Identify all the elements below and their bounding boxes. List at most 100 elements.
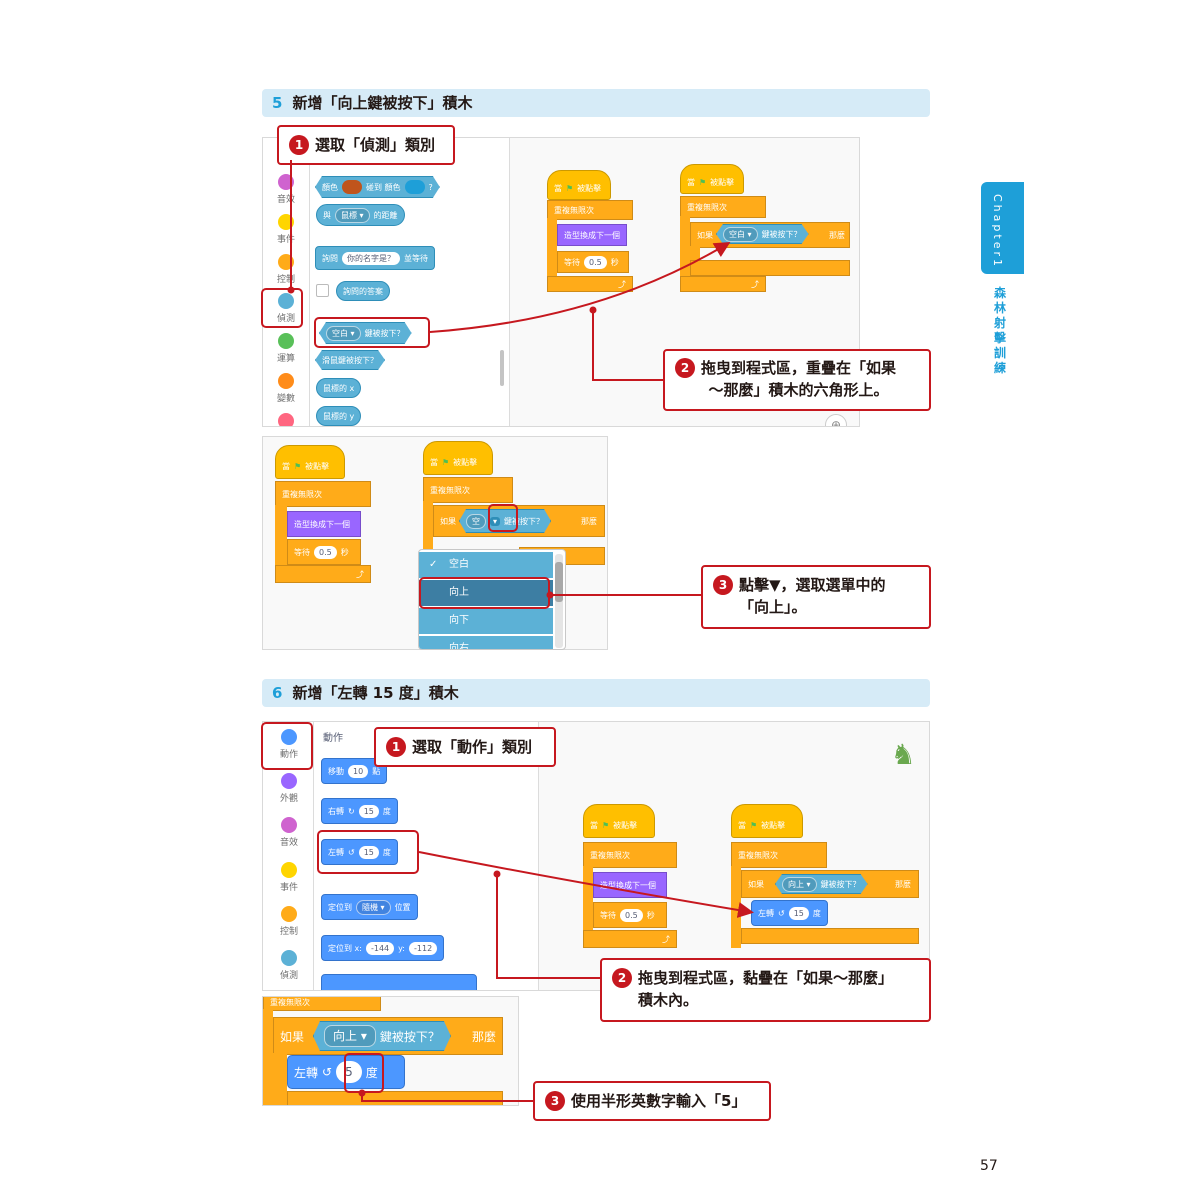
category-control[interactable]: 控制 (266, 254, 306, 285)
green-flag-icon: ⚑ (602, 820, 610, 830)
category-motion[interactable]: 動作 (269, 729, 309, 760)
key-pressed-slot-block[interactable]: 向上 ▾鍵被按下？ (775, 874, 868, 894)
key-dropdown[interactable]: 向上 ▾ (324, 1025, 376, 1047)
turn-left-input[interactable]: 5 (336, 1061, 362, 1083)
category-looks[interactable]: 外觀 (269, 773, 309, 804)
category-sound[interactable]: 音效 (269, 817, 309, 848)
category-events[interactable]: 事件 (269, 862, 309, 893)
highlight-turn-left-block (317, 830, 419, 874)
go-to-dropdown[interactable]: 隨機 ▾ (356, 899, 391, 915)
operators-category-icon (278, 333, 294, 349)
when-flag-clicked-hat[interactable]: 當⚑被點擊 (275, 445, 345, 479)
menu-scroll-thumb[interactable] (555, 562, 563, 602)
key-pressed-slot-block[interactable]: 向上 ▾鍵被按下？ (313, 1021, 451, 1051)
key-pressed-block[interactable]: 空白 ▾鍵被按下？ (319, 322, 412, 344)
step-badge: 1 (289, 135, 309, 155)
mouse-y-block[interactable]: 鼠標的 y (316, 406, 362, 426)
menu-item-down[interactable]: 向下 (419, 608, 553, 634)
menu-item-up[interactable]: 向上 (419, 580, 553, 606)
partial-motion-block[interactable] (321, 974, 477, 990)
color-swatch-blue[interactable] (405, 180, 425, 194)
category-sound[interactable]: 音效 (266, 174, 306, 205)
forever-block[interactable]: 重複無限次 (423, 477, 513, 503)
category-variables[interactable]: 變數 (266, 373, 306, 404)
forever-block[interactable]: 重複無限次 (275, 481, 371, 507)
key-pressed-slot-block[interactable]: 空白 ▾鍵被按下？ (716, 224, 809, 244)
category-divider (313, 722, 314, 990)
palette-title: 動作 (323, 733, 343, 744)
x-input[interactable]: -144 (365, 941, 395, 955)
highlight-key-pressed-block (314, 317, 430, 348)
next-costume-block[interactable]: 造型換成下一個 (287, 511, 361, 537)
turn-right-input[interactable]: 15 (358, 804, 379, 818)
sensing-category-icon (281, 950, 297, 966)
mouse-x-block[interactable]: 鼠標的 x (316, 378, 362, 398)
category-more[interactable] (266, 413, 306, 426)
category-sensing[interactable]: 偵測 (269, 950, 309, 981)
y-input[interactable]: -112 (409, 941, 438, 955)
next-costume-block[interactable]: 造型換成下一個 (557, 224, 627, 246)
forever-block[interactable]: 重複無限次 (731, 842, 827, 868)
ask-input[interactable]: 你的名字是？ (342, 251, 400, 265)
touching-color-block[interactable]: 顏色碰到 顏色? (315, 176, 440, 198)
forever-arm (583, 866, 593, 936)
category-sensing[interactable]: 偵測 (266, 293, 306, 324)
menu-item-right[interactable]: 向右 (419, 636, 553, 649)
forever-block[interactable]: 重複無限次 (263, 997, 381, 1011)
forever-block[interactable]: 重複無限次 (547, 200, 633, 220)
rotate-clockwise-icon: ↻ (348, 806, 355, 816)
forever-block[interactable]: 重複無限次 (680, 196, 766, 218)
key-dropdown[interactable]: 空白 ▾ (326, 326, 361, 341)
category-operators[interactable]: 運算 (266, 333, 306, 364)
distance-to-block[interactable]: 與鼠標 ▾的距離 (316, 204, 405, 226)
distance-dropdown[interactable]: 鼠標 ▾ (335, 207, 370, 223)
key-dropdown[interactable]: 空 (466, 514, 486, 529)
answer-block[interactable]: 詢問的答案 (336, 281, 390, 301)
when-flag-clicked-hat[interactable]: 當⚑被點擊 (423, 441, 493, 475)
next-costume-block[interactable]: 造型換成下一個 (593, 872, 667, 898)
forever-block[interactable]: 重複無限次 (583, 842, 677, 868)
answer-checkbox[interactable] (316, 284, 329, 297)
when-flag-clicked-hat[interactable]: 當⚑被點擊 (547, 170, 611, 200)
key-dropdown[interactable]: 空白 ▾ (723, 227, 758, 242)
turn-left-input[interactable]: 15 (358, 845, 379, 859)
category-control[interactable]: 控制 (269, 906, 309, 937)
if-then-label: 那麼 (829, 231, 845, 240)
palette-scrollbar[interactable] (500, 350, 504, 386)
color-swatch-orange[interactable] (342, 180, 362, 194)
wait-input[interactable]: 0.5 (620, 908, 643, 922)
wait-input[interactable]: 0.5 (584, 255, 607, 269)
section5-title: 新增「向上鍵被按下」積木 (292, 94, 473, 112)
go-to-block[interactable]: 定位到隨機 ▾位置 (321, 894, 418, 920)
dropdown-arrow-button[interactable]: ▾ (490, 517, 500, 526)
menu-scrollbar[interactable] (555, 554, 563, 648)
forever-foot: ⤴ (275, 565, 371, 583)
move-steps-input[interactable]: 10 (348, 764, 369, 778)
events-category-icon (281, 862, 297, 878)
category-events[interactable]: 事件 (266, 214, 306, 245)
key-dropdown[interactable]: 向上 ▾ (782, 877, 817, 892)
wait-input[interactable]: 0.5 (314, 545, 337, 559)
highlight-menu-up (419, 577, 550, 609)
forever-arm (547, 218, 557, 278)
key-pressed-slot-block[interactable]: 空▾鍵被按下？ (459, 509, 551, 533)
when-flag-clicked-hat[interactable]: 當⚑被點擊 (680, 164, 744, 194)
when-flag-clicked-hat[interactable]: 當⚑被點擊 (731, 804, 803, 838)
mouse-down-block[interactable]: 滑鼠鍵被按下？ (315, 350, 385, 370)
checkmark-icon: ✓ (429, 559, 438, 570)
when-flag-clicked-hat[interactable]: 當⚑被點擊 (583, 804, 655, 838)
menu-item-space[interactable]: ✓空白 (419, 552, 553, 578)
ask-and-wait-block[interactable]: 詢問你的名字是？並等待 (315, 246, 435, 270)
section6-number: 6 (272, 684, 283, 702)
rotate-counterclockwise-icon: ↺ (348, 847, 355, 857)
category-divider (309, 138, 310, 426)
turn-left-input[interactable]: 15 (788, 906, 809, 920)
